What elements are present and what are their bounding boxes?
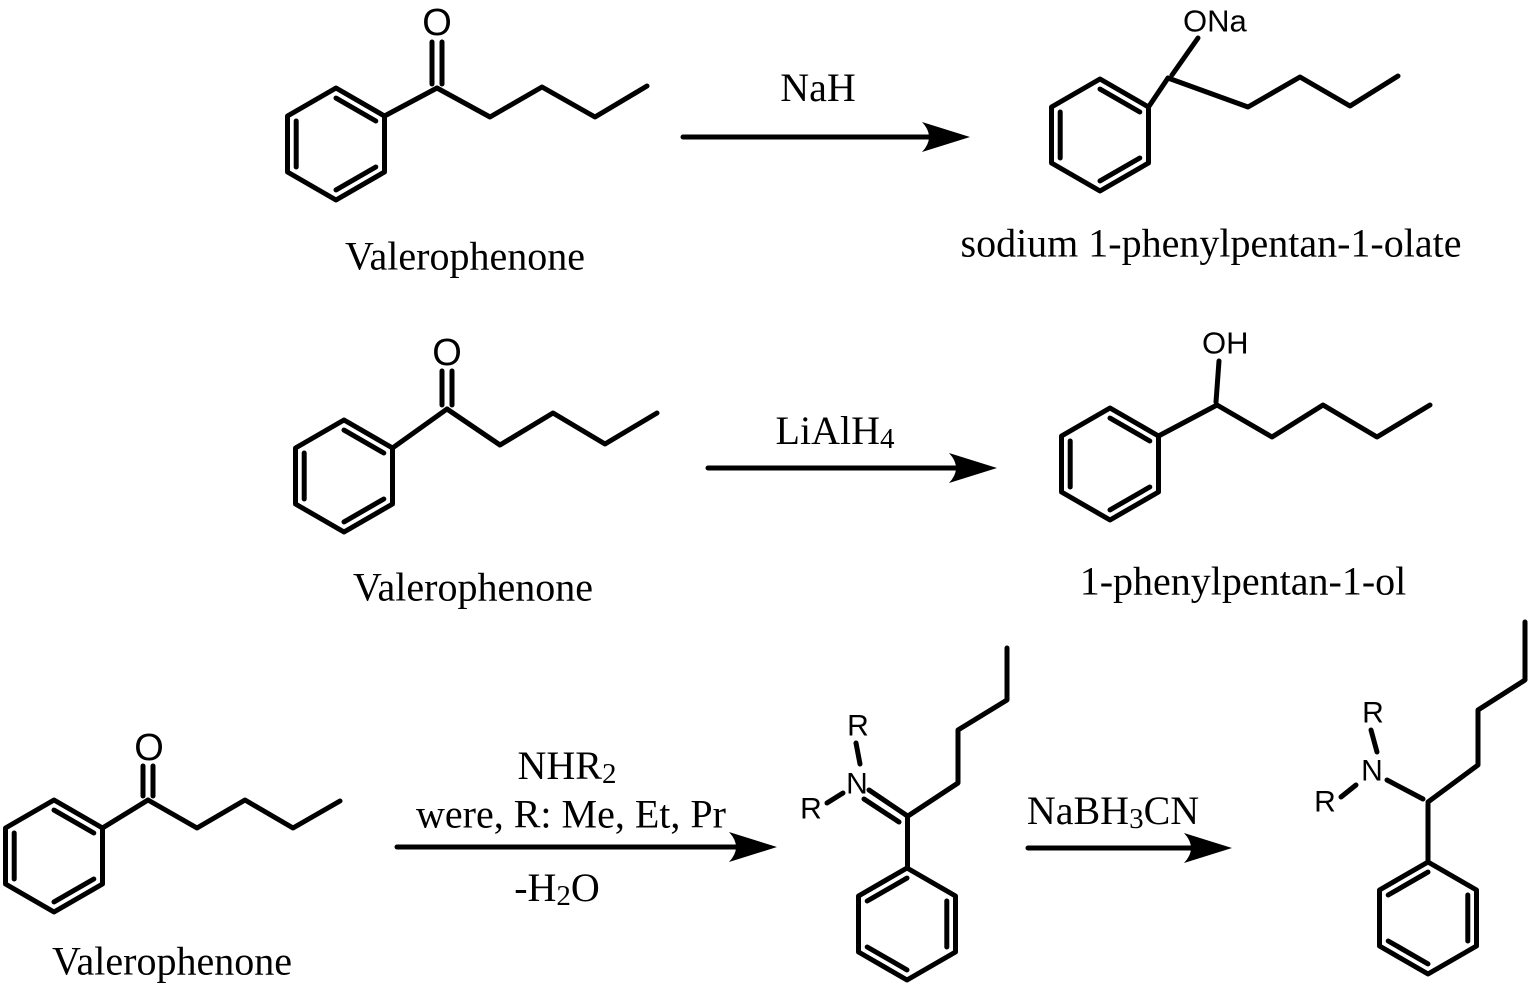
ring-carbonyl-bond xyxy=(390,406,450,451)
c-n-bond xyxy=(1384,777,1426,802)
ring-ch-bond xyxy=(1156,402,1220,439)
ring-carbonyl-bond xyxy=(100,797,151,831)
butyl-chain xyxy=(1425,619,1528,805)
product-name-1: sodium 1-phenylpentan-1-olate xyxy=(961,221,1462,266)
nitrogen-label: N xyxy=(1361,755,1383,788)
reaction-1: O Valerophenone NaH ONa sodium 1-phenylp… xyxy=(288,2,1462,279)
n-r-bond xyxy=(853,740,863,767)
ring-ch-bond xyxy=(1146,75,1171,110)
benzene-ring xyxy=(859,868,956,980)
butyl-chain xyxy=(1165,73,1401,110)
arrowhead-icon xyxy=(1184,833,1232,863)
phenylpentanol-structure: OH xyxy=(1062,326,1433,521)
arrowhead-icon xyxy=(922,122,970,152)
butyl-chain xyxy=(145,797,343,831)
benzene-ring xyxy=(296,420,393,532)
reaction-arrow-4: NaBH3CN xyxy=(1025,788,1232,863)
valerophenone-structure-3: O xyxy=(6,727,343,912)
reactant-name-3: Valerophenone xyxy=(52,939,292,984)
product-name-2: 1-phenylpentan-1-ol xyxy=(1080,559,1407,604)
c-n-double-bond xyxy=(866,787,909,818)
r-group-label: R xyxy=(800,793,822,826)
r-group-label: R xyxy=(847,710,869,743)
reaction-3: O Valerophenone NHR2 were, R: Me, Et, Pr… xyxy=(6,619,1528,984)
c-o-bond xyxy=(1169,35,1201,78)
reactant-name-2: Valerophenone xyxy=(353,565,593,610)
benzene-ring xyxy=(1052,79,1149,191)
carbonyl-oxygen-label: O xyxy=(134,727,164,769)
reaction-2: O Valerophenone LiAlH4 OH 1-phenylpentan… xyxy=(296,326,1433,610)
n-r-bond xyxy=(824,790,846,806)
c-o-bond xyxy=(1213,358,1222,405)
byproduct-label-h2o: -H2O xyxy=(514,865,600,913)
butyl-chain xyxy=(434,83,650,120)
reaction-arrow-3: NHR2 were, R: Me, Et, Pr -H2O xyxy=(394,743,777,913)
alkoxide-group-label: ONa xyxy=(1183,4,1248,39)
reagent-label-lialh4: LiAlH4 xyxy=(776,408,895,456)
imine-intermediate-structure: R N R xyxy=(800,645,1010,980)
c-n-double-bond xyxy=(861,796,902,825)
hydroxyl-group-label: OH xyxy=(1202,326,1249,361)
r-group-label: R xyxy=(1314,786,1336,819)
n-r-bond xyxy=(1338,782,1359,800)
sodium-olate-structure: ONa xyxy=(1052,4,1401,192)
reagent-label-nabh3cn: NaBH3CN xyxy=(1027,788,1199,836)
valerophenone-structure-2: O xyxy=(296,332,660,532)
r-group-label: R xyxy=(1362,697,1384,730)
reaction-arrow-2: LiAlH4 xyxy=(705,408,997,483)
benzene-ring xyxy=(1380,862,1477,974)
reactant-name-1: Valerophenone xyxy=(345,234,585,279)
arrowhead-icon xyxy=(729,832,777,862)
amine-product-structure: R N R xyxy=(1314,619,1528,974)
ring-carbonyl-bond xyxy=(382,85,440,119)
reagent-label-nhr2: NHR2 xyxy=(518,743,617,791)
carbonyl-oxygen-label: O xyxy=(432,332,462,374)
arrowhead-icon xyxy=(949,453,997,483)
butyl-chain xyxy=(1214,402,1433,440)
n-r-bond xyxy=(1368,727,1380,755)
valerophenone-structure-1: O xyxy=(288,2,650,200)
nitrogen-label: N xyxy=(846,768,868,801)
butyl-chain xyxy=(444,406,660,448)
benzene-ring xyxy=(6,800,103,912)
butyl-chain xyxy=(905,645,1010,819)
carbonyl-oxygen-label: O xyxy=(422,2,452,44)
reagent-condition-label: were, R: Me, Et, Pr xyxy=(416,792,726,837)
reaction-arrow-1: NaH xyxy=(680,65,970,152)
reagent-label-nah: NaH xyxy=(780,65,856,110)
benzene-ring xyxy=(1062,408,1159,520)
benzene-ring xyxy=(288,88,385,200)
